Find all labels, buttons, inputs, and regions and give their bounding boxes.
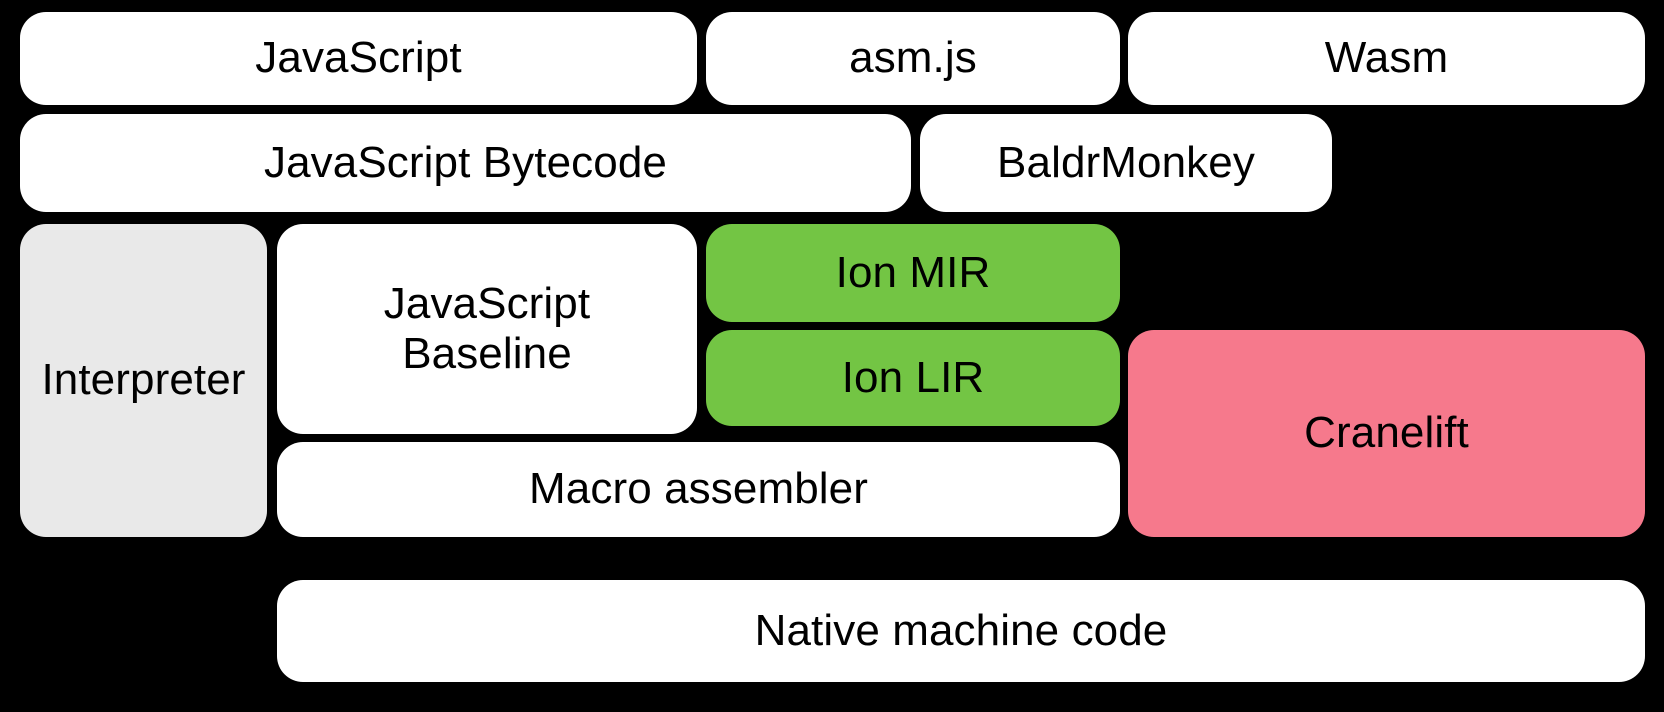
node-asm-js: asm.js: [706, 12, 1120, 105]
node-javascript-bytecode: JavaScript Bytecode: [20, 114, 911, 212]
node-macro-assembler: Macro assembler: [277, 442, 1120, 537]
node-native-machine-code: Native machine code: [277, 580, 1645, 682]
node-cranelift: Cranelift: [1128, 330, 1645, 537]
node-javascript-baseline: JavaScript Baseline: [277, 224, 697, 434]
node-baldrmonkey: BaldrMonkey: [920, 114, 1332, 212]
node-javascript: JavaScript: [20, 12, 697, 105]
node-ion-mir: Ion MIR: [706, 224, 1120, 322]
node-interpreter: Interpreter: [20, 224, 267, 537]
node-ion-lir: Ion LIR: [706, 330, 1120, 426]
node-wasm: Wasm: [1128, 12, 1645, 105]
